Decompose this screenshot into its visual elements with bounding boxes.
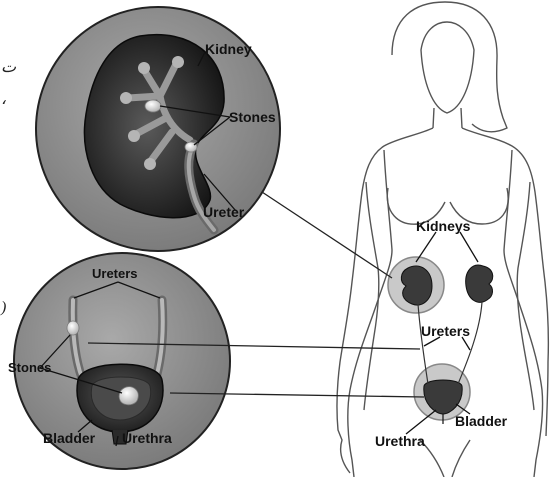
bladder-stone [119,387,138,405]
bladder-ureters-label: Ureters [92,266,138,281]
calyx-3 [120,92,132,104]
kidney-label: Kidney [205,41,252,57]
calyx-1 [138,62,150,74]
calyx-4 [128,130,140,142]
calyx-5 [144,158,156,170]
leg-divide [420,440,470,477]
body-kidneys [388,257,493,313]
body-kidney-right [466,265,493,302]
ureter-stone [67,321,79,335]
bladder-stones-label: Stones [8,360,51,375]
body-kidneys-label: Kidneys [416,218,471,234]
face-outline [421,22,474,113]
body-ureters-label: Ureters [421,323,470,339]
edge-fragment-middle: ) [0,299,6,316]
edge-fragment-top: ت [1,59,17,76]
body-bladder-label: Bladder [455,413,508,429]
torso-left [348,150,392,477]
body-urethra-label: Urethra [375,433,425,449]
kidney-inset: Kidney Stones Ureter [36,7,280,251]
right-arm-inner [517,182,534,410]
kidney-stones-label: Stones [229,109,276,125]
calyx-2 [172,56,184,68]
bladder-inset: Ureters Stones Bladder Urethra [8,253,230,469]
left-arm-inner [364,182,379,410]
bladder-label: Bladder [43,430,96,446]
torso-right [504,150,543,477]
kidney-ureter-label: Ureter [203,204,245,220]
body-kidney-left [401,266,432,305]
kidney-stone-upper [145,100,161,112]
neck-outline [433,108,462,128]
edge-fragment-top-dot: ، [1,91,6,108]
bladder-urethra-label: Urethra [122,430,172,446]
